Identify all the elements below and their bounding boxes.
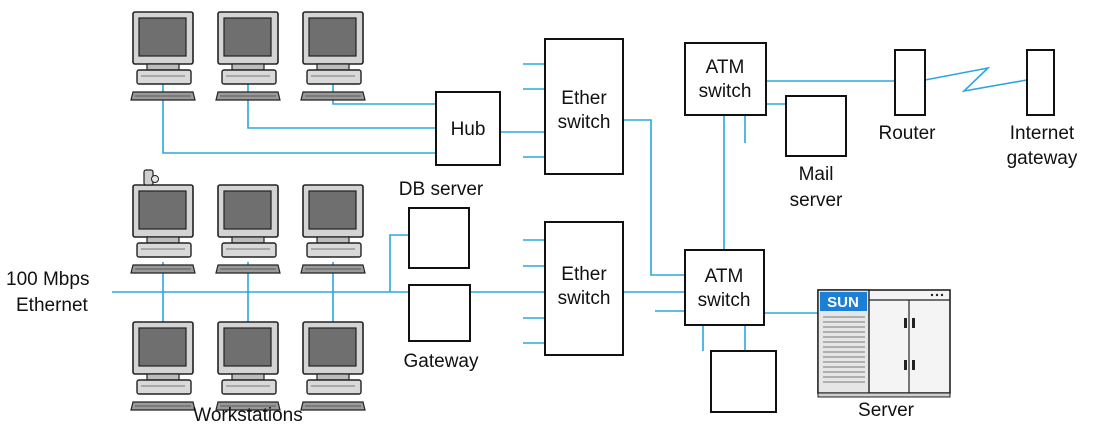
atm-switch-bottom: ATM switch (684, 249, 765, 326)
workstation-computer-icon (130, 321, 196, 411)
atm-switch-top-label-line2: switch (699, 81, 752, 102)
db-server: DB server (399, 179, 484, 269)
workstation-computer-icon (300, 184, 366, 274)
atm-switch-bottom-label-line2: switch (698, 290, 751, 311)
ether-switch-top: Ether switch (544, 38, 624, 175)
wan-lightning-link-icon (924, 66, 1028, 93)
webcam-icon (143, 169, 159, 186)
gateway-label: Gateway (404, 351, 479, 372)
ethernet-label-line1: 100 Mbps (6, 269, 89, 290)
workstation-computer-icon (215, 184, 281, 274)
ether-switch-top-label-line1: Ether (561, 88, 607, 109)
atm-switch-bottom-label-line1: ATM (705, 266, 744, 287)
unlabeled-device (710, 350, 777, 413)
mail-server-label-line1: Mail (799, 164, 834, 185)
router-label: Router (878, 123, 936, 144)
workstation-computer-icon (300, 321, 366, 411)
mail-server-label-line2: server (790, 190, 843, 211)
server-label: Server (858, 400, 915, 421)
internet-gateway-label-line2: gateway (1007, 148, 1078, 169)
ether-switch-top-label-line2: switch (558, 112, 611, 133)
internet-gateway: Internet gateway (1007, 49, 1078, 169)
sun-server-cabinet-icon: SUN Server (817, 289, 951, 421)
atm-switch-top-label-line1: ATM (706, 57, 745, 78)
workstation-group-middle (130, 169, 366, 274)
gateway: Gateway (404, 284, 479, 372)
ether-switch-bottom-label-line1: Ether (561, 264, 607, 285)
sun-logo-text: SUN (827, 294, 859, 311)
db-server-label: DB server (399, 179, 484, 200)
router: Router (878, 49, 936, 144)
hub-label: Hub (451, 119, 486, 140)
hub: Hub (435, 91, 501, 166)
atm-switch-top: ATM switch (684, 42, 767, 116)
internet-gateway-label-line1: Internet (1010, 123, 1075, 144)
workstations-label: Workstations (193, 405, 302, 426)
workstation-group-bottom (130, 321, 366, 411)
workstation-computer-icon (130, 184, 196, 274)
ethernet-label-line2: Ethernet (16, 295, 89, 316)
network-links (112, 63, 1028, 351)
mail-server: Mail server (785, 95, 847, 211)
ether-switch-bottom-label-line2: switch (558, 288, 611, 309)
workstation-computer-icon (215, 321, 281, 411)
ether-switch-bottom: Ether switch (544, 221, 624, 356)
